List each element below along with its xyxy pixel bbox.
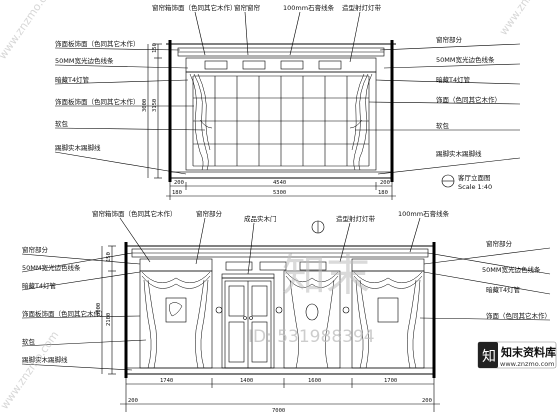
elevation-b-top-label-4: 造型射灯灯带 <box>336 214 376 223</box>
elevation-b-curtain-center <box>285 271 339 369</box>
elevation-b-curtain-left <box>141 271 211 369</box>
elevation-b-dim-bottom-6: 7000 <box>272 408 285 414</box>
watermark-tiled: www.znzmo.com <box>497 0 560 38</box>
elevation-a-title: 客厅立面图 <box>458 173 491 182</box>
elevation-b-left-label-1: 窗帘部分 <box>22 245 49 254</box>
elevation-a-baseboard <box>169 171 393 179</box>
elevation-a-dim-bottom-2: 4540 <box>273 180 286 186</box>
elevation-b-right-label-3: 暗藏T4灯管 <box>486 285 521 294</box>
elevation-a-dim-left-2: 3150 <box>152 99 158 112</box>
elevation-a: 150 3150 3000 窗帘箱饰面（色同其它木作） 窗帘窗帘 100mm石膏… <box>54 3 521 200</box>
elevation-b-outer-frame <box>125 245 435 375</box>
wall-sconce-icon <box>275 306 283 314</box>
brand-logo-icon: 知 <box>482 348 496 365</box>
elevation-b-left-label-4: 饰面板饰面（色同其它木作） <box>22 309 107 318</box>
elevation-b-dim-bottom-5: 200 <box>128 398 138 404</box>
elevation-a-recess <box>185 71 377 171</box>
elevation-b: 150 2100 3000 窗帘箱饰面（色同其它木作） 窗帘部分 成品实木门 造… <box>21 209 551 414</box>
elevation-a-dim-bottom-6: 180 <box>378 190 388 196</box>
elevation-a-top-label-4: 造型射灯灯带 <box>342 3 382 12</box>
elevation-a-left-label-2: 50MM宽光边色线条 <box>55 56 114 65</box>
elevation-a-right-label-5: 软包 <box>436 121 450 130</box>
elevation-b-dim-bottom-7: 200 <box>422 398 432 404</box>
elevation-a-dim-left-3: 3000 <box>142 99 148 112</box>
elevation-b-top-label-5: 100mm石膏线条 <box>398 209 450 218</box>
elevation-b-left-label-3: 暗藏T4灯管 <box>22 281 57 290</box>
wall-sconce-icon <box>342 306 350 314</box>
elevation-a-curtain-right <box>349 73 373 171</box>
elevation-a-left-label-1: 饰面板饰面（色同其它木作） <box>55 39 140 48</box>
watermark-logo: 知末 <box>282 250 370 301</box>
elevation-a-right-label-1: 窗帘部分 <box>436 35 463 44</box>
elevation-b-left-label-5: 软包 <box>22 337 36 346</box>
elevation-b-right-label-2: 50MM宽光边色线条 <box>482 265 541 274</box>
elevation-a-right-label-6: 踢脚实木踢脚线 <box>436 149 482 158</box>
elevation-b-curtain-box-left <box>139 258 213 272</box>
elevation-a-top-label-1: 窗帘箱饰面（色同其它木作） <box>152 3 237 12</box>
brand-badge: 知 知末资料库 www.znzmo.com <box>477 341 557 369</box>
elevation-a-top-label-2: 窗帘窗帘 <box>234 3 261 12</box>
elevation-b-left-label-2: 50MM宽光边色线条 <box>22 263 81 272</box>
elevation-a-dim-bottom-4: 180 <box>172 190 182 196</box>
brand-name: 知末资料库 <box>500 345 556 359</box>
elevation-a-left-label-5: 软包 <box>55 119 69 128</box>
elevation-b-dim-left-2: 2100 <box>106 313 112 326</box>
elevation-b-baseboard <box>125 367 435 375</box>
elevation-b-right-label-4: 饰面（色同其它木作） <box>486 311 551 320</box>
elevation-b-curtain-right <box>353 271 423 369</box>
elevation-b-left-label-6: 踢脚实木踢脚线 <box>22 355 68 364</box>
elevation-a-dim-bottom-5: 5300 <box>273 190 286 196</box>
elevation-a-left-label-6: 踢脚实木踢脚线 <box>55 143 101 152</box>
elevation-a-scale: Scale 1:40 <box>458 183 492 191</box>
elevation-a-right-label-2: 50MM宽光边色线条 <box>436 55 495 64</box>
elevation-b-dim-bottom-1: 1740 <box>160 378 173 384</box>
elevation-a-top-label-3: 100mm石膏线条 <box>283 3 335 12</box>
elevation-a-left-label-4: 饰面板饰面（色同其它木作） <box>55 97 140 106</box>
elevation-b-top-label-2: 窗帘部分 <box>196 209 223 218</box>
elevation-a-left-label-3: 暗藏T4灯管 <box>55 75 90 84</box>
elevation-b-top-label-1: 窗帘箱饰面（色同其它木作） <box>92 209 177 218</box>
elevation-b-dim-bottom-3: 1600 <box>308 378 321 384</box>
elevation-a-right-label-3: 暗藏T4灯管 <box>436 75 471 84</box>
elevation-b-dim-bottom-4: 1700 <box>384 378 397 384</box>
elevation-a-soft-panels <box>192 75 370 167</box>
watermark-id: ID: 531988394 <box>248 327 375 347</box>
watermark-tiled: www.znzmo.com <box>0 0 59 62</box>
elevation-b-dim-left-3: 3000 <box>96 303 102 316</box>
elevation-a-curtain-left <box>189 73 213 171</box>
elevation-a-right-label-4: 饰面（色同其它木作） <box>436 95 501 104</box>
elevation-a-dim-left-1: 150 <box>152 43 158 53</box>
elevation-b-right-label-1: 窗帘部分 <box>486 239 513 248</box>
wall-sconce-icon <box>215 306 223 314</box>
elevation-a-dim-bottom-3: 200 <box>380 180 390 186</box>
elevation-b-dim-bottom-2: 1400 <box>240 378 253 384</box>
elevation-b-wood-door <box>221 273 275 369</box>
elevation-b-top-label-3: 成品实木门 <box>244 214 277 223</box>
elevation-a-dim-bottom-1: 200 <box>174 180 184 186</box>
brand-url: www.znzmo.com <box>500 360 555 368</box>
